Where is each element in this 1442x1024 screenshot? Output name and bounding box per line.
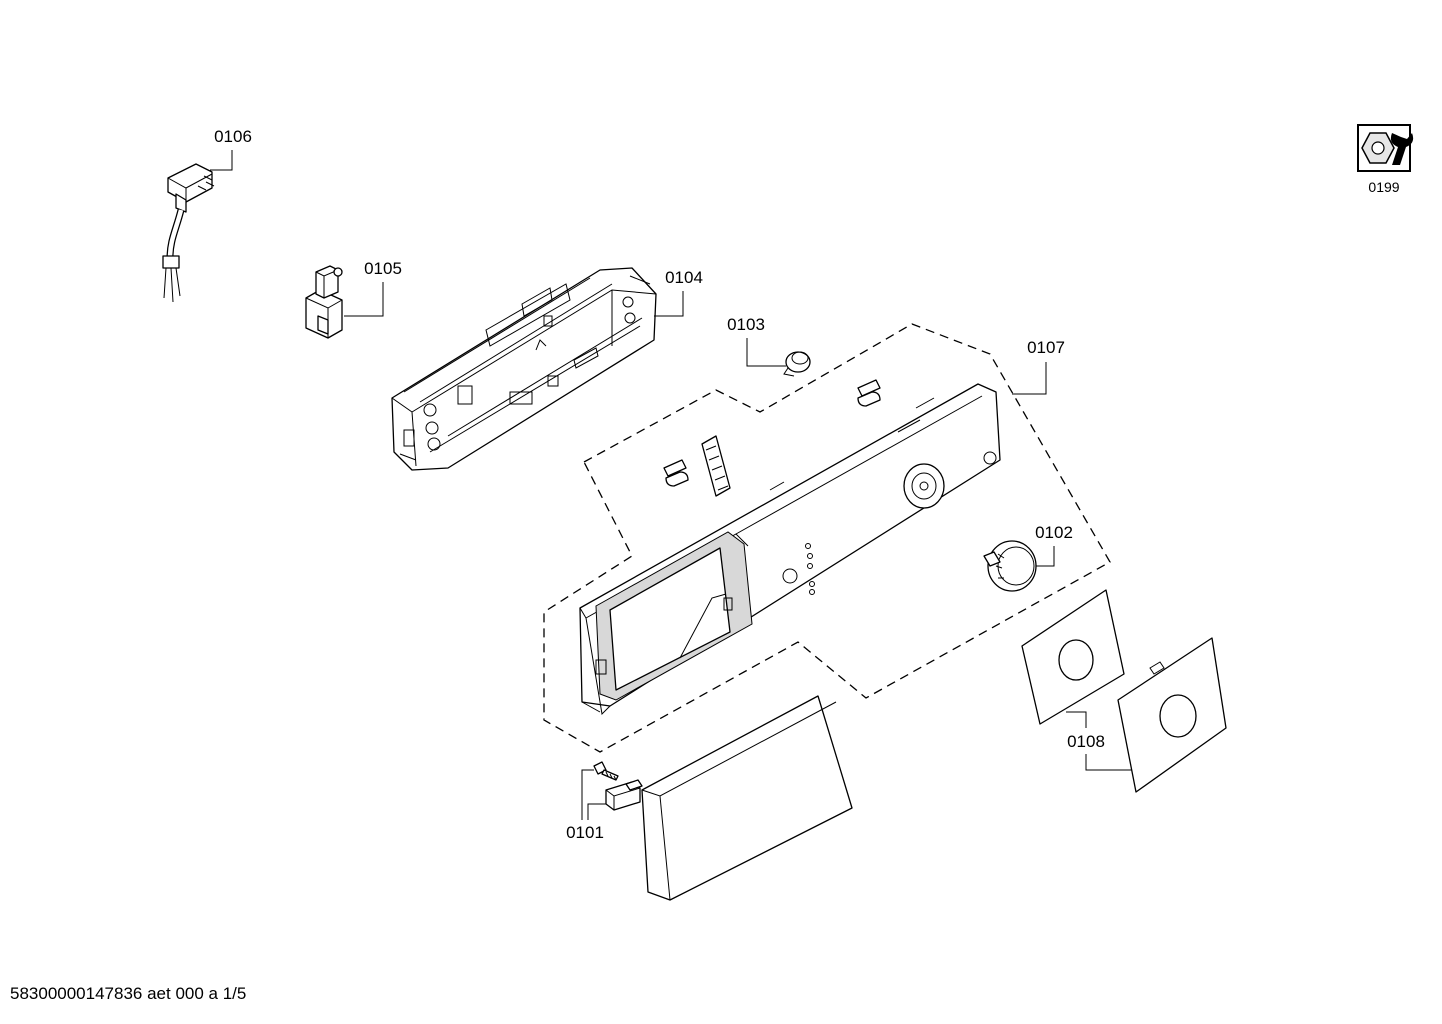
hex-nut-wrench-icon [1357, 124, 1414, 172]
indicator-light-part [663, 379, 881, 487]
leader-line-0105 [344, 282, 384, 317]
leader-line-0106 [210, 150, 233, 171]
group-outline-0107 [543, 323, 1111, 753]
document-code: 58300000147836 aet 000 a 1/5 [10, 984, 246, 1003]
leader-line-0104 [654, 291, 684, 317]
leader-line-0101b [587, 803, 606, 820]
part-label-0108: 0108 [1067, 732, 1105, 751]
leader-line-0103 [746, 338, 786, 367]
programme-knob-part [983, 540, 1037, 592]
clip-part [605, 779, 643, 811]
decor-panel-part-1 [1021, 589, 1125, 725]
power-cord-part [162, 163, 215, 303]
leader-line-0108a [1066, 711, 1087, 728]
leader-line-0108b [1085, 754, 1132, 771]
part-label-0101: 0101 [566, 823, 604, 842]
part-label-0105: 0105 [364, 259, 402, 278]
part-label-0199: 0199 [1368, 179, 1399, 195]
leader-line-0101a [581, 769, 594, 820]
button-strip-part [701, 435, 731, 497]
connector-switch-part [305, 265, 343, 339]
control-module-part [391, 267, 657, 471]
part-label-0107: 0107 [1027, 338, 1065, 357]
part-label-0106: 0106 [214, 127, 252, 146]
small-knob-part [783, 351, 811, 377]
control-panel-fascia-part [579, 383, 1001, 716]
part-label-0102: 0102 [1035, 523, 1073, 542]
decor-panel-part-2 [1117, 637, 1227, 793]
leader-line-0107 [1012, 362, 1047, 395]
drawer-handle-part [641, 695, 853, 901]
part-label-0103: 0103 [727, 315, 765, 334]
screw-part [593, 761, 619, 781]
leader-line-0102 [1036, 546, 1055, 567]
part-label-0104: 0104 [665, 268, 703, 287]
